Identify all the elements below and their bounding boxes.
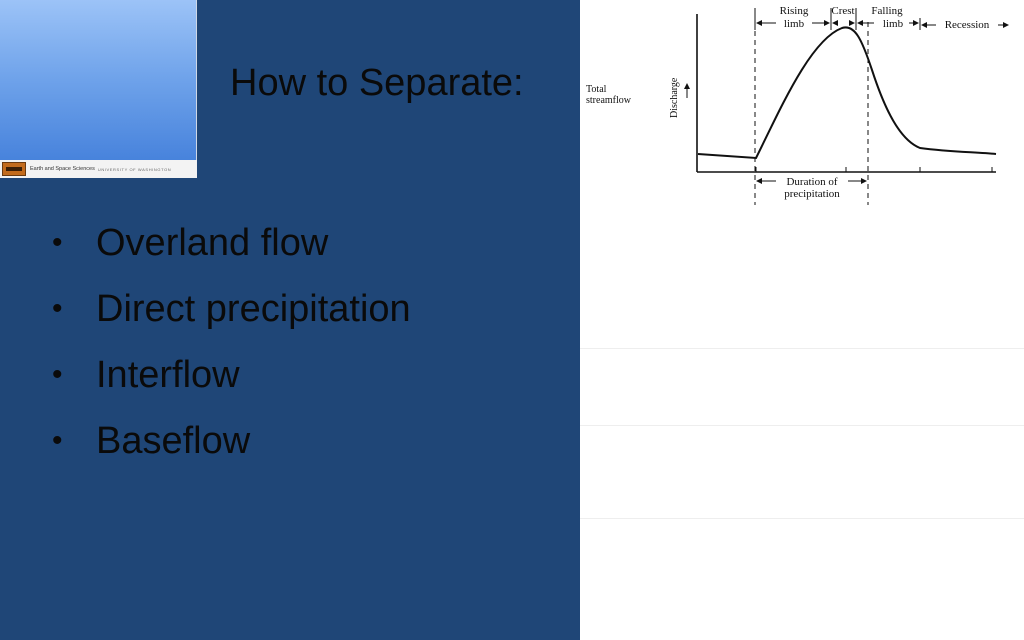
bullet-icon: •: [52, 292, 63, 325]
slide-title: How to Separate:: [230, 62, 524, 104]
bullet-list: • Overland flow • Direct precipitation • In…: [52, 218, 411, 482]
logo-org-text: Earth and Space Sciences: [30, 166, 95, 172]
bullet-icon: •: [52, 424, 63, 457]
crest-label: Crest: [831, 5, 854, 17]
faint-divider: [580, 518, 1024, 519]
bullet-icon: •: [52, 358, 63, 391]
bullet-text: Interflow: [96, 354, 240, 396]
duration-label: precipitation: [784, 188, 840, 200]
rising-limb-label: Rising: [780, 5, 809, 17]
bullet-item: • Baseflow: [52, 416, 411, 482]
falling-limb-label: limb: [883, 18, 904, 30]
y-axis-label: Discharge: [669, 77, 680, 118]
hydrograph-diagram: Rising limb Crest Falling limb Recession…: [586, 5, 1009, 205]
series-label: streamflow: [586, 95, 632, 106]
bullet-item: • Direct precipitation: [52, 284, 411, 350]
recession-label: Recession: [945, 19, 990, 31]
faint-divider: [580, 425, 1024, 426]
faint-divider: [580, 348, 1024, 349]
ess-logo-icon: [2, 162, 26, 176]
logo-university-text: UNIVERSITY OF WASHINGTON: [97, 166, 172, 172]
bullet-text: Baseflow: [96, 420, 251, 462]
logo-image: [0, 0, 197, 178]
bullet-item: • Interflow: [52, 350, 411, 416]
bullet-text: Direct precipitation: [96, 288, 411, 330]
duration-label: Duration of: [786, 176, 837, 188]
rising-limb-label: limb: [784, 18, 805, 30]
logo-banner: Earth and Space Sciences UNIVERSITY OF W…: [0, 160, 197, 178]
total-streamflow-curve: [697, 26, 997, 160]
white-panel: [580, 0, 1024, 640]
bullet-item: • Overland flow: [52, 218, 411, 284]
bullet-icon: •: [52, 226, 63, 259]
falling-limb-label: Falling: [871, 5, 903, 17]
series-label: Total: [586, 84, 607, 95]
bullet-text: Overland flow: [96, 222, 329, 264]
